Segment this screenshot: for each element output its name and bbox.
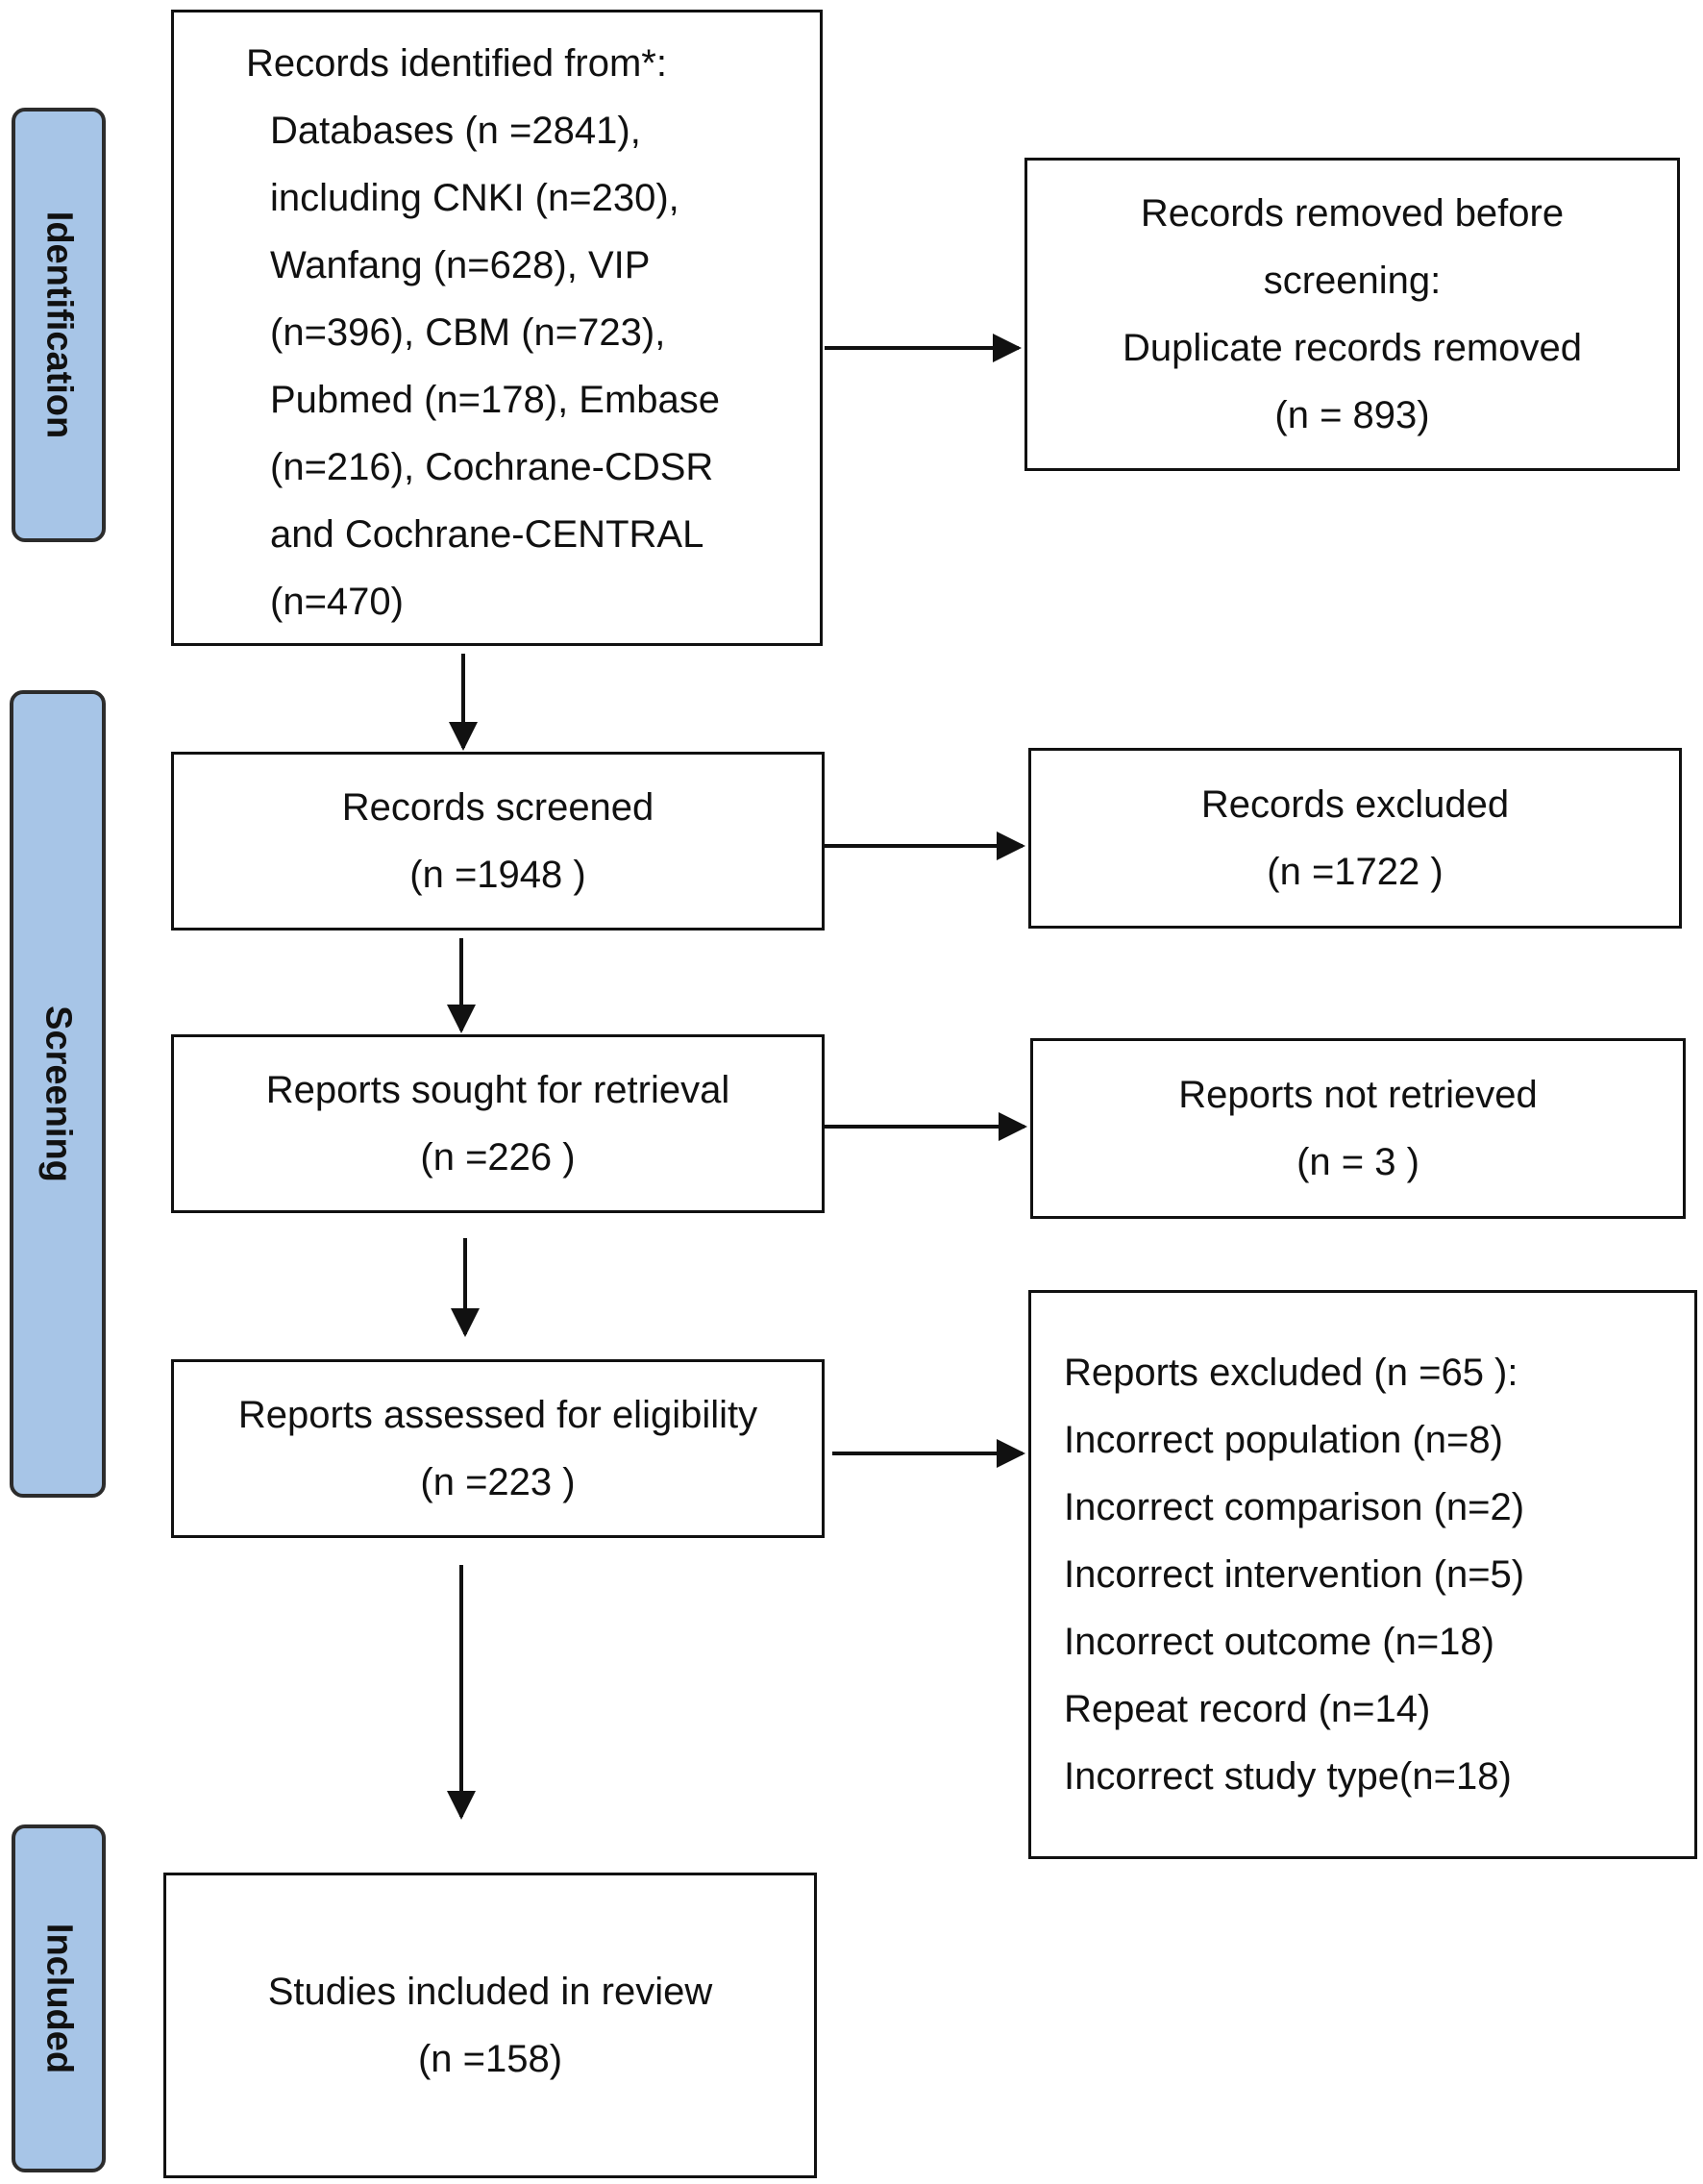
reports-not-retrieved-count: (n = 3 ) — [1296, 1141, 1419, 1183]
records-identified-line: Databases (n =2841), — [270, 110, 641, 152]
reports-excluded-item: Repeat record (n=14) — [1064, 1688, 1431, 1730]
phase-label-included: Included — [12, 1824, 106, 2172]
records-screened-box: Records screened (n =1948 ) — [171, 752, 825, 931]
reports-excluded-item: Incorrect outcome (n=18) — [1064, 1621, 1494, 1663]
records-excluded-title: Records excluded — [1200, 783, 1510, 826]
reports-not-retrieved-box: Reports not retrieved (n = 3 ) — [1030, 1038, 1686, 1219]
phase-label-identification: Identification — [12, 108, 106, 542]
reports-excluded-item: Incorrect study type(n=18) — [1064, 1755, 1512, 1798]
records-identified-line: Wanfang (n=628), VIP — [270, 244, 651, 286]
reports-excluded-item: Incorrect population (n=8) — [1064, 1419, 1503, 1461]
reports-sought-title: Reports sought for retrieval — [265, 1069, 730, 1111]
reports-excluded-heading: Reports excluded (n =65 ): — [1064, 1352, 1518, 1394]
studies-included-title: Studies included in review — [267, 1971, 713, 2013]
records-screened-title: Records screened — [341, 786, 654, 829]
reports-sought-box: Reports sought for retrieval (n =226 ) — [171, 1034, 825, 1213]
records-identified-line: including CNKI (n=230), — [270, 177, 679, 219]
reports-excluded-box: Reports excluded (n =65 ): Incorrect pop… — [1028, 1290, 1697, 1859]
records-excluded-box: Records excluded (n =1722 ) — [1028, 748, 1682, 929]
records-identified-line: and Cochrane-CENTRAL — [270, 513, 704, 556]
records-identified-line: (n=470) — [270, 581, 404, 623]
records-identified-line: (n=396), CBM (n=723), — [270, 311, 666, 354]
studies-included-box: Studies included in review (n =158) — [163, 1873, 817, 2178]
reports-excluded-item: Incorrect intervention (n=5) — [1064, 1553, 1525, 1596]
reports-not-retrieved-title: Reports not retrieved — [1178, 1074, 1538, 1116]
records-removed-line: screening: — [1263, 260, 1442, 302]
reports-assessed-box: Reports assessed for eligibility (n =223… — [171, 1359, 825, 1538]
records-screened-count: (n =1948 ) — [409, 854, 586, 896]
records-removed-line: Duplicate records removed — [1123, 327, 1582, 369]
reports-assessed-title: Reports assessed for eligibility — [237, 1394, 758, 1436]
records-removed-line: Records removed before — [1140, 192, 1565, 235]
reports-sought-count: (n =226 ) — [420, 1136, 576, 1179]
reports-assessed-count: (n =223 ) — [420, 1461, 576, 1503]
studies-included-count: (n =158) — [417, 2038, 563, 2080]
records-identified-heading: Records identified from*: — [246, 42, 667, 85]
reports-excluded-item: Incorrect comparison (n=2) — [1064, 1486, 1525, 1528]
records-identified-box: Records identified from*: Databases (n =… — [171, 10, 823, 646]
records-removed-count: (n = 893) — [1274, 394, 1430, 436]
records-identified-line: Pubmed (n=178), Embase — [270, 379, 721, 421]
phase-label-screening: Screening — [10, 690, 106, 1498]
records-removed-box: Records removed before screening: Duplic… — [1024, 158, 1680, 471]
records-identified-line: (n=216), Cochrane-CDSR — [270, 446, 714, 488]
records-excluded-count: (n =1722 ) — [1267, 851, 1444, 893]
